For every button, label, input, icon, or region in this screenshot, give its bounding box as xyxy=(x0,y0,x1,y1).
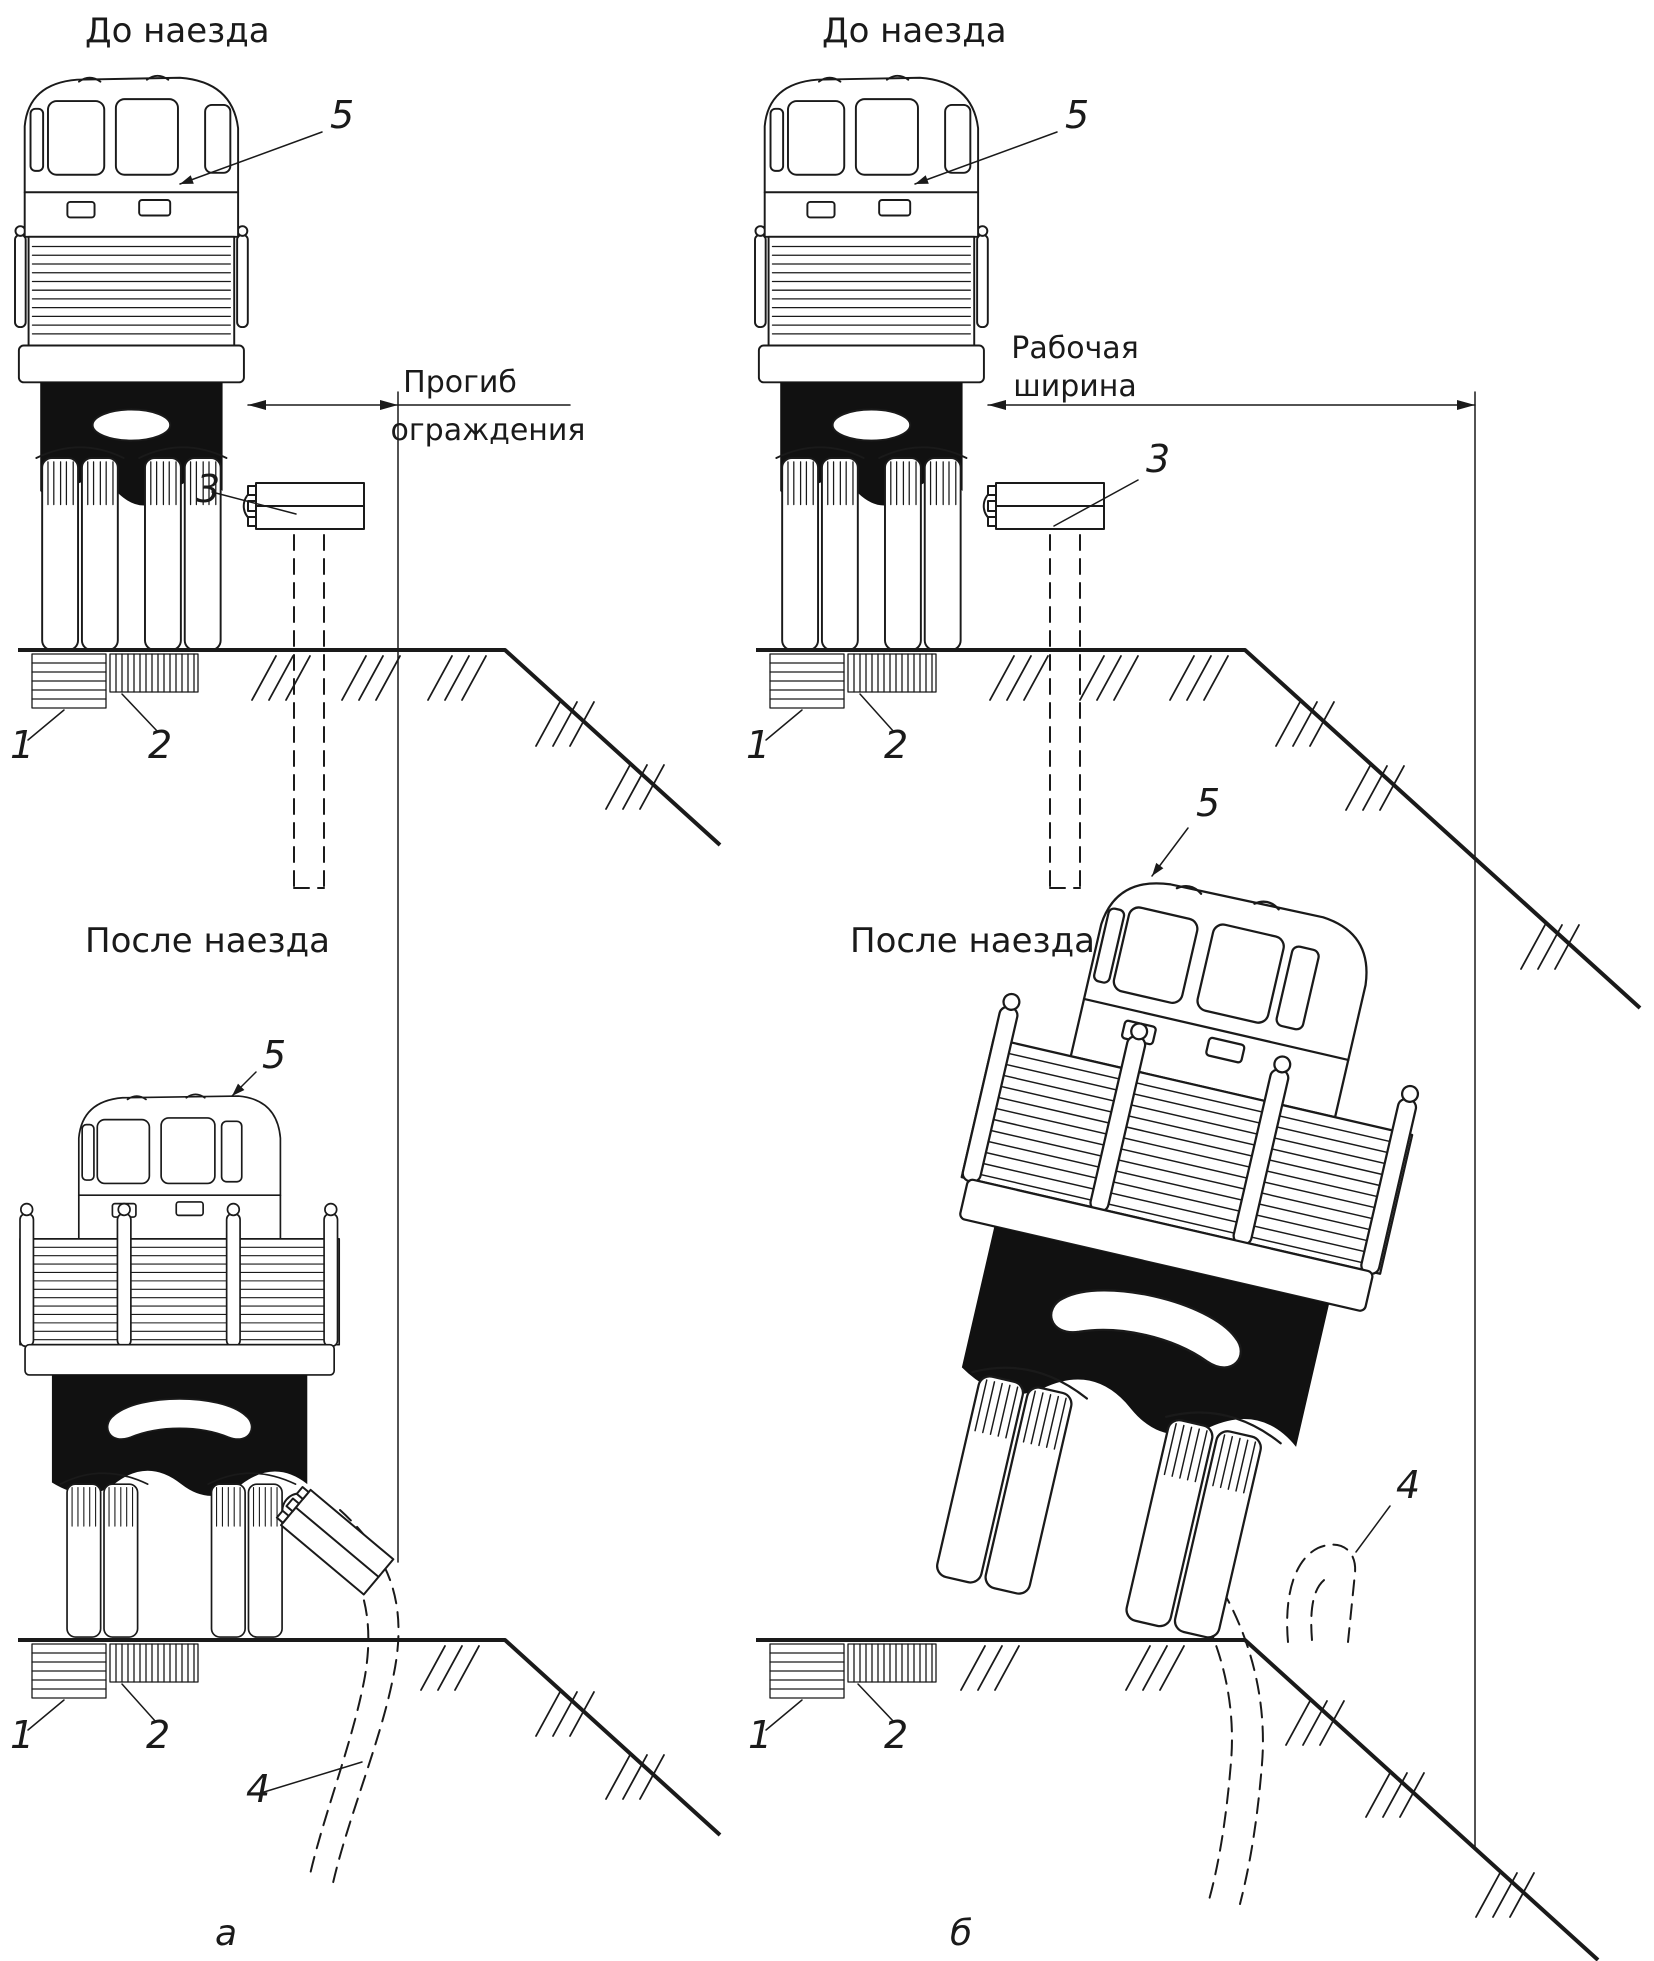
shoulder-block xyxy=(769,653,845,709)
leader-curb xyxy=(121,1683,157,1723)
callout-vehicle: 5 xyxy=(1196,781,1220,825)
leader-arrowhead xyxy=(915,175,929,184)
dimension-label-line2: ширина xyxy=(1013,369,1137,404)
leader-shoulder xyxy=(765,709,803,741)
panel-title: После наезда xyxy=(850,921,1095,961)
ground-line xyxy=(18,1638,722,1837)
callout-vehicle: 5 xyxy=(330,93,354,137)
callout-deformed-post: 4 xyxy=(246,1767,270,1811)
dimension-label-line1: Рабочая xyxy=(1011,331,1139,366)
dimension-label-line1: Прогиб xyxy=(403,365,517,400)
ground-line xyxy=(756,1638,1600,1961)
barrier-beam xyxy=(982,482,1105,530)
bent-post-outline xyxy=(1194,1549,1264,1905)
leader-post xyxy=(211,491,297,515)
leader-vehicle xyxy=(179,131,323,185)
callout-shoulder: 1 xyxy=(748,1713,772,1757)
curb-block xyxy=(847,1643,937,1683)
panel-bottom-right: После наезда 5 1 2 4 б xyxy=(748,781,1600,1961)
callout-deformed-post: 4 xyxy=(1396,1463,1420,1507)
callout-post: 3 xyxy=(196,467,220,511)
panel-top-left: До наезда Прогиб ограждения 5 xyxy=(10,11,722,1563)
callout-vehicle: 5 xyxy=(262,1033,286,1077)
leader-arrowhead xyxy=(1152,862,1164,876)
callout-post: 3 xyxy=(1146,437,1170,481)
leader-curb xyxy=(859,693,895,733)
leader-shoulder xyxy=(765,1699,803,1731)
callout-curb: 2 xyxy=(148,723,172,767)
leader-shoulder xyxy=(27,1699,65,1731)
panel-caption: а xyxy=(215,1913,237,1954)
leader-arrowhead xyxy=(180,175,194,184)
curb-block xyxy=(109,653,199,693)
panel-top-right: До наезда Рабочая ширина 5 xyxy=(746,11,1642,1849)
leader-curb xyxy=(857,1683,895,1723)
callout-curb: 2 xyxy=(884,723,908,767)
dimension-working-width: Рабочая ширина xyxy=(987,331,1476,410)
barrier-beam xyxy=(242,482,365,530)
callout-curb: 2 xyxy=(884,1713,908,1757)
callout-shoulder: 1 xyxy=(10,723,34,767)
leader-arrowhead xyxy=(232,1083,245,1096)
leader-deformed-post xyxy=(1355,1505,1391,1553)
curb-block xyxy=(847,653,937,693)
panel-title: До наезда xyxy=(85,11,270,51)
callout-vehicle: 5 xyxy=(1065,93,1089,137)
leader-vehicle xyxy=(914,131,1058,185)
shoulder-block xyxy=(769,1643,845,1699)
crushed-barrier-inner xyxy=(1310,1575,1332,1641)
curb-block xyxy=(109,1643,199,1683)
shoulder-block xyxy=(31,1643,107,1699)
dimension-deflection: Прогиб ограждения xyxy=(247,365,586,448)
panel-bottom-left: После наезда 5 1 2 4 а xyxy=(10,921,722,1954)
callout-curb: 2 xyxy=(146,1713,170,1757)
ground-line xyxy=(18,648,722,847)
callout-shoulder: 1 xyxy=(746,723,770,767)
leader-deformed-post xyxy=(263,1761,363,1793)
panel-title: После наезда xyxy=(85,921,330,961)
leader-post xyxy=(1053,479,1139,527)
shoulder-block xyxy=(31,653,107,709)
ground-line xyxy=(756,648,1642,1010)
leader-curb xyxy=(121,693,159,733)
panel-caption: б xyxy=(950,1913,972,1954)
dimension-label-line2: ограждения xyxy=(391,413,586,448)
callout-shoulder: 1 xyxy=(10,1713,34,1757)
panel-title: До наезда xyxy=(822,11,1007,51)
crushed-barrier-outline xyxy=(1286,1543,1357,1643)
leader-shoulder xyxy=(27,709,65,741)
